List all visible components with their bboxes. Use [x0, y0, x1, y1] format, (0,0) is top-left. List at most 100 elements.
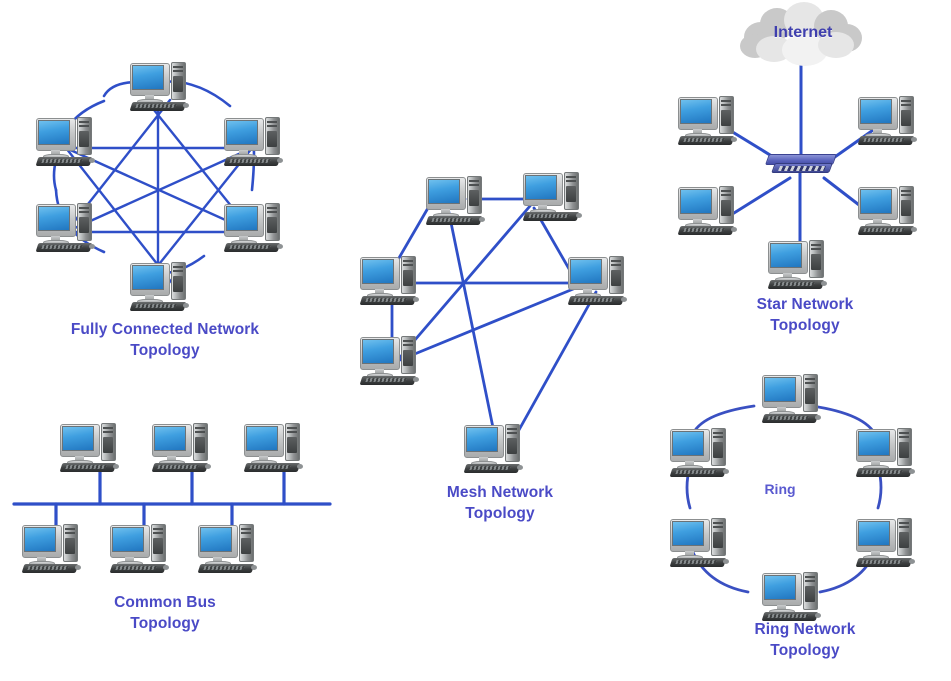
mouse-icon — [277, 158, 283, 163]
drive-bay-icon — [611, 260, 621, 262]
screen-icon — [200, 527, 232, 552]
drive-bay-icon — [901, 190, 911, 192]
mouse-icon — [413, 297, 419, 302]
computer-node[interactable] — [521, 172, 583, 222]
drive-bay-icon — [611, 264, 621, 266]
tower-panel — [805, 586, 815, 602]
keyboard-keys — [861, 560, 903, 564]
keyboard-keys — [863, 228, 905, 232]
computer-node[interactable] — [222, 117, 284, 167]
internet-cloud-icon[interactable]: Internet — [738, 0, 868, 72]
caption-bus: Common Bus Topology — [114, 594, 216, 632]
computer-node[interactable] — [462, 424, 524, 474]
monitor-neck — [259, 456, 268, 461]
keyboard-keys — [27, 566, 69, 570]
computer-node[interactable] — [424, 176, 486, 226]
monitor-neck — [871, 551, 880, 556]
tower-panel — [403, 350, 413, 366]
screen-icon — [860, 99, 892, 124]
monitor-neck — [37, 557, 46, 562]
screen-icon — [24, 527, 56, 552]
caption-star: Star Network Topology — [756, 296, 854, 334]
keyboard-keys — [65, 465, 107, 469]
monitor-neck — [167, 456, 176, 461]
monitor-neck — [777, 605, 786, 610]
computer-node[interactable] — [766, 240, 828, 290]
keyboard-keys — [573, 298, 615, 302]
drive-bay-icon — [267, 121, 277, 123]
drive-bay-icon — [507, 428, 517, 430]
keyboard-keys — [115, 566, 157, 570]
keyboard-keys — [249, 465, 291, 469]
tower-panel — [403, 270, 413, 286]
screen-icon — [38, 120, 70, 145]
monitor-neck — [239, 236, 248, 241]
computer-node[interactable] — [358, 336, 420, 386]
drive-bay-icon — [103, 427, 113, 429]
screen-icon — [226, 206, 258, 231]
mouse-icon — [75, 565, 81, 570]
computer-node[interactable] — [854, 428, 916, 478]
drive-bay-icon — [805, 580, 815, 582]
computer-node[interactable] — [34, 203, 96, 253]
monitor-neck — [783, 273, 792, 278]
ring-center-label: Ring — [764, 481, 796, 497]
monitor-neck — [375, 369, 384, 374]
tower-panel — [901, 110, 911, 126]
monitor-neck — [441, 209, 450, 214]
keyboard-keys — [675, 470, 717, 474]
drive-bay-icon — [469, 180, 479, 182]
drive-bay-icon — [713, 436, 723, 438]
mouse-icon — [815, 613, 821, 618]
computer-node[interactable] — [566, 256, 628, 306]
mouse-icon — [723, 469, 729, 474]
mouse-icon — [163, 565, 169, 570]
computer-node[interactable] — [676, 186, 738, 236]
computer-node[interactable] — [760, 572, 822, 622]
computer-node[interactable] — [108, 524, 170, 574]
computer-node[interactable] — [128, 62, 190, 112]
keyboard-keys — [469, 466, 511, 470]
screen-icon — [246, 426, 278, 451]
computer-node[interactable] — [856, 96, 918, 146]
drive-bay-icon — [899, 436, 909, 438]
computer-node[interactable] — [34, 117, 96, 167]
computer-node[interactable] — [20, 524, 82, 574]
mouse-icon — [89, 158, 95, 163]
screen-icon — [62, 426, 94, 451]
keyboard-keys — [675, 560, 717, 564]
drive-bay-icon — [713, 522, 723, 524]
computer-node[interactable] — [760, 374, 822, 424]
computer-node[interactable] — [358, 256, 420, 306]
computer-node[interactable] — [668, 518, 730, 568]
drive-bay-icon — [811, 244, 821, 246]
computer-node[interactable] — [676, 96, 738, 146]
keyboard-keys — [41, 245, 83, 249]
tower-panel — [267, 217, 277, 233]
computer-node[interactable] — [854, 518, 916, 568]
monitor-neck — [871, 461, 880, 466]
network-switch-icon[interactable] — [764, 154, 838, 176]
mouse-icon — [815, 415, 821, 420]
computer-node[interactable] — [668, 428, 730, 478]
monitor-neck — [479, 457, 488, 462]
monitor-neck — [51, 150, 60, 155]
screen-icon — [764, 377, 796, 402]
computer-node[interactable] — [58, 423, 120, 473]
drive-bay-icon — [173, 66, 183, 68]
computer-node[interactable] — [150, 423, 212, 473]
drive-bay-icon — [79, 125, 89, 127]
computer-node[interactable] — [856, 186, 918, 236]
drive-bay-icon — [566, 176, 576, 178]
keyboard-keys — [365, 378, 407, 382]
keyboard-keys — [683, 228, 725, 232]
mouse-icon — [89, 244, 95, 249]
computer-node[interactable] — [222, 203, 284, 253]
caption-fully-connected: Fully Connected Network Topology — [70, 321, 260, 359]
computer-node[interactable] — [196, 524, 258, 574]
computer-node[interactable] — [242, 423, 304, 473]
keyboard-keys — [203, 566, 245, 570]
drive-bay-icon — [267, 207, 277, 209]
keyboard-keys — [135, 304, 177, 308]
computer-node[interactable] — [128, 262, 190, 312]
